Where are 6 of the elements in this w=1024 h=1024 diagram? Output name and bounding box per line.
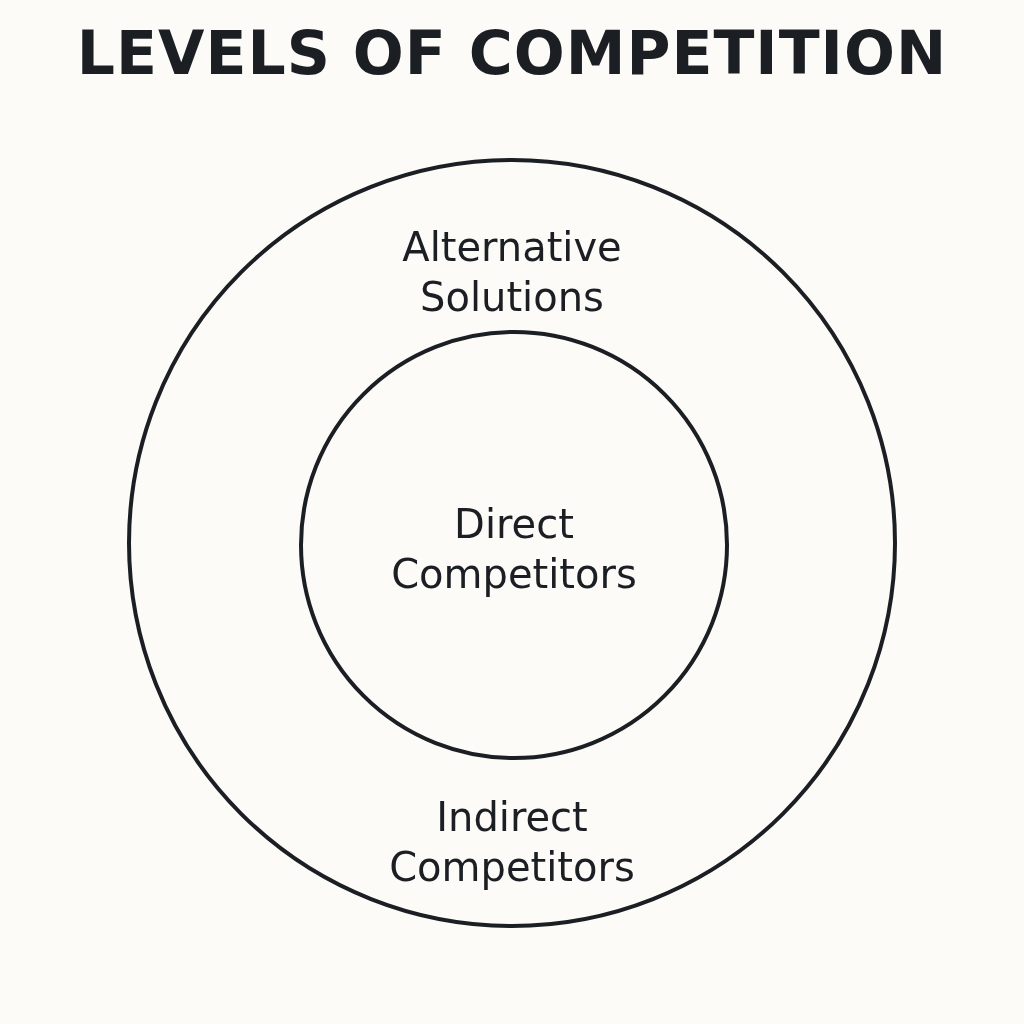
level-label: Direct Competitors	[390, 500, 638, 599]
inner-circle	[299, 330, 729, 760]
diagram-title: LEVELS OF COMPETITION	[75, 18, 949, 88]
level-label: Indirect Competitors	[388, 793, 636, 892]
level-label: Alternative Solutions	[401, 223, 623, 322]
outer-circle	[127, 158, 897, 928]
